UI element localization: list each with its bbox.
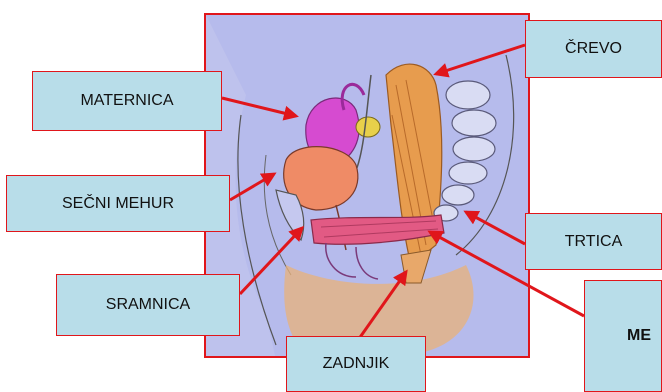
label-mehur-partial: ME [584,280,662,392]
label-crevo: ČREVO [525,20,662,78]
pelvis-illustration [204,13,530,358]
label-zadnjik: ZADNJIK [286,336,426,392]
label-sramnica: SRAMNICA [56,274,240,336]
pelvis-drawing [206,15,530,358]
label-secni-mehur: SEČNI MEHUR [6,175,230,232]
label-maternica: MATERNICA [32,71,222,131]
label-trtica: TRTICA [525,213,662,270]
